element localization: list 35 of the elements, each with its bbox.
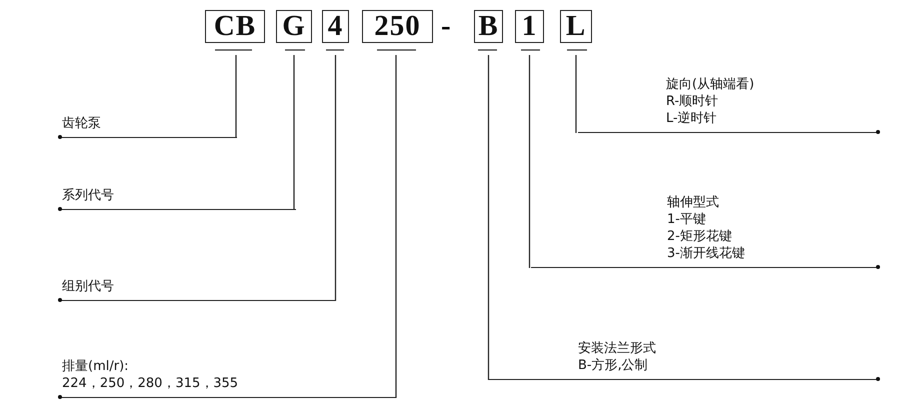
label-text: 旋向(从轴端看): [666, 76, 754, 93]
label-text: 组别代号: [62, 278, 114, 295]
leader-line: [293, 55, 295, 210]
label-text: 齿轮泵: [62, 115, 101, 132]
label-text: 轴伸型式: [667, 194, 719, 211]
leader-line: [395, 55, 397, 398]
code-box: L: [560, 10, 592, 43]
option-text: R-顺时针: [666, 93, 718, 110]
leader-line: [235, 55, 237, 138]
leader-line: [575, 55, 577, 133]
label-text: 系列代号: [62, 187, 114, 204]
callout-line: [60, 185, 296, 210]
code-box: 250: [362, 10, 433, 43]
code-box: CB: [205, 10, 265, 43]
option-text: L-逆时针: [666, 110, 717, 127]
callout-line: [531, 192, 878, 268]
callout-line: [488, 338, 878, 380]
label-text: 排量(ml/r):: [62, 358, 129, 375]
leader-line: [488, 55, 490, 380]
code-box: B: [474, 10, 503, 43]
option-text: 224，250，280，315，355: [62, 375, 238, 392]
leader-line: [334, 55, 336, 301]
separator-dash: -: [441, 10, 451, 43]
callout-line: [60, 113, 237, 138]
leader-line: [528, 55, 530, 268]
callout-line: [60, 356, 396, 398]
option-text: B-方形,公制: [578, 357, 648, 374]
label-text: 安装法兰形式: [578, 340, 656, 357]
option-text: 2-矩形花键: [667, 228, 732, 245]
callout-line: [578, 74, 878, 133]
option-text: 1-平键: [667, 211, 706, 228]
code-box: G: [276, 10, 312, 43]
option-text: 3-渐开线花键: [667, 245, 745, 262]
code-box: 1: [515, 10, 544, 43]
code-box: 4: [322, 10, 349, 43]
